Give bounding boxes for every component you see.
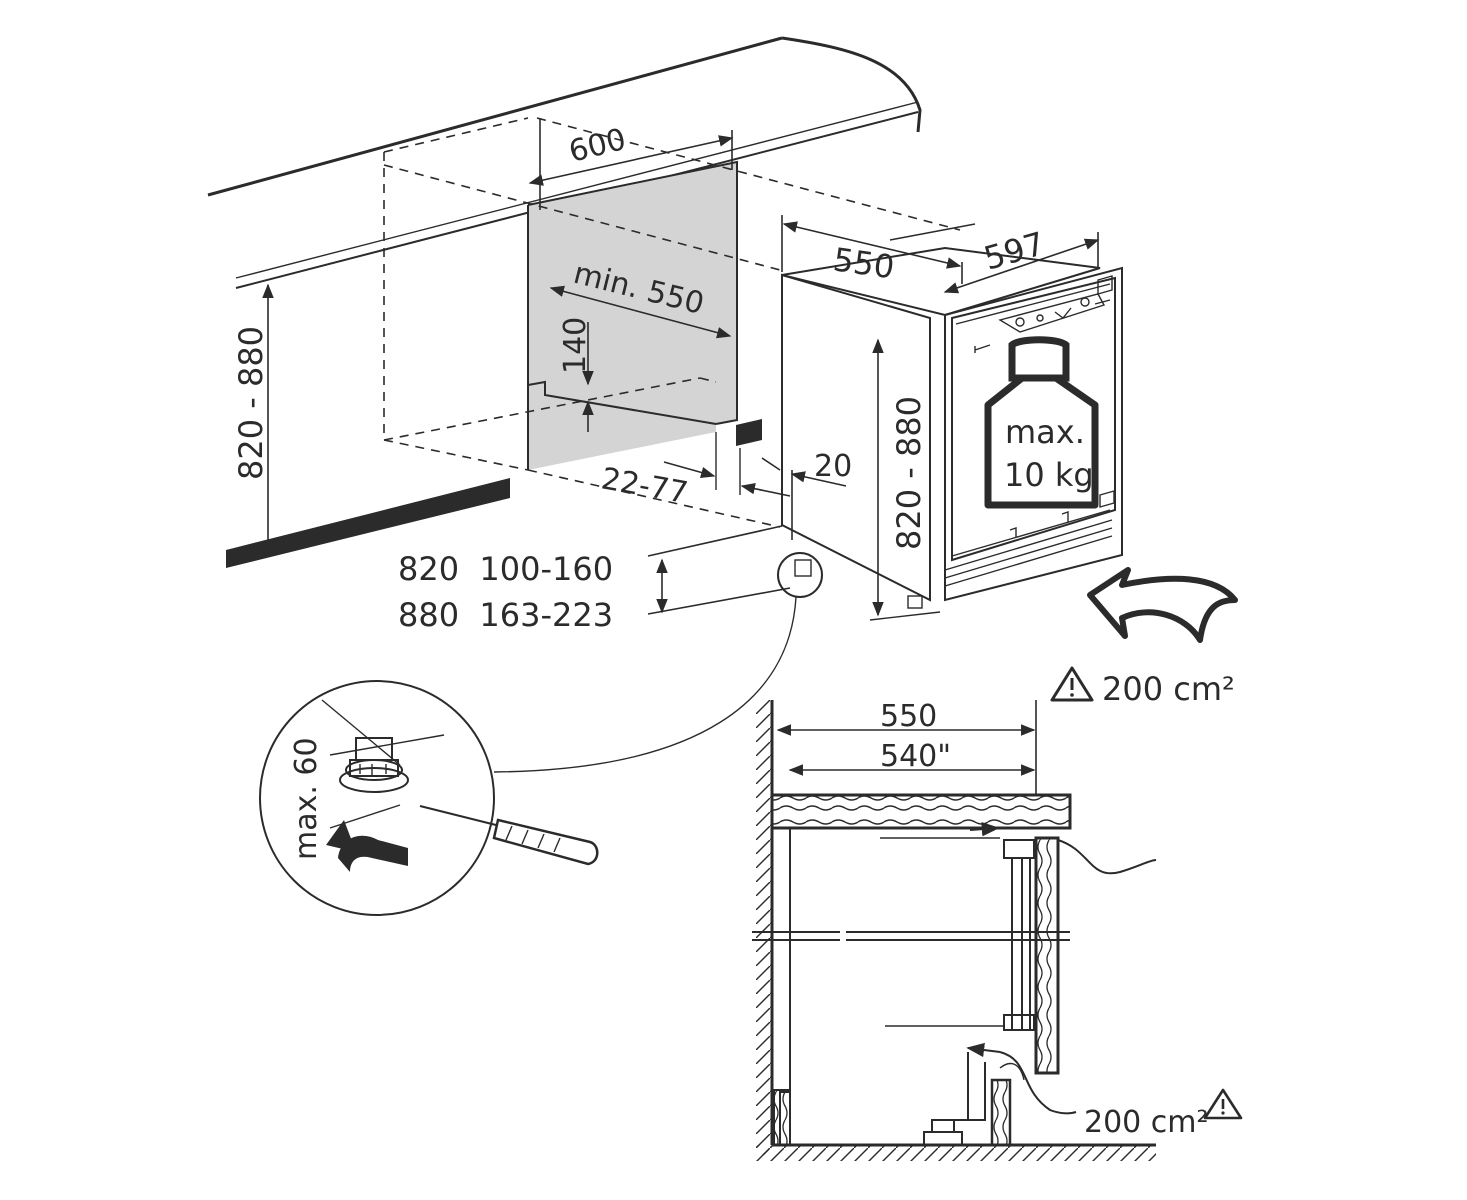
foot-adjust-label: max. 60 <box>289 737 324 860</box>
appliance-depth-label: 550 <box>831 240 897 286</box>
cross-section <box>752 700 1157 1161</box>
appliance-dimensions <box>781 215 1100 621</box>
airflow-front-label: 200 cm² <box>1102 670 1235 708</box>
warning-triangle-icon <box>1203 1088 1243 1120</box>
appliance-width-label: 597 <box>980 224 1049 277</box>
niche-back-panel <box>528 162 737 470</box>
plinth-height-dims <box>647 525 791 615</box>
niche-height-label: 820 - 880 <box>232 326 270 480</box>
plinth-row-820: 820 100-160 <box>398 550 613 588</box>
niche-dimensions <box>262 118 847 557</box>
warning-triangle-icon <box>1050 666 1094 702</box>
screwdriver-icon <box>419 805 599 866</box>
section-inner-label: 540" <box>880 739 951 774</box>
plinth-row-880: 880 163-223 <box>398 596 613 634</box>
plinth-depth-label: 22-77 <box>599 461 691 511</box>
airflow-arrow-icon <box>1087 567 1238 643</box>
airflow-bottom-label: 200 cm² <box>1084 1105 1209 1140</box>
door-gap-label: 20 <box>814 449 852 484</box>
plinth-strips <box>226 419 762 568</box>
foot-detail-callout <box>259 552 823 916</box>
rotate-arrow-icon <box>326 820 408 872</box>
weight-line2: 10 kg <box>1004 456 1094 494</box>
vent-cut-label: 140 <box>558 317 593 374</box>
weight-icon <box>984 336 1099 509</box>
section-depth-label: 550 <box>880 699 937 734</box>
weight-line1: max. <box>1005 413 1085 451</box>
appliance-height-label: 820 - 880 <box>890 396 928 550</box>
niche <box>383 117 961 528</box>
